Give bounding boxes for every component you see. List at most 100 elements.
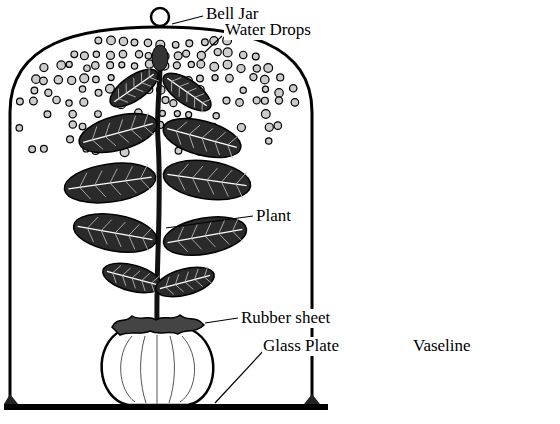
water-drop (261, 97, 268, 104)
water-drop (44, 111, 51, 118)
water-drop (212, 75, 218, 81)
water-drop (17, 98, 24, 105)
water-drop (250, 74, 257, 81)
leaf (62, 158, 158, 208)
water-drop (174, 52, 182, 60)
water-drop (119, 50, 126, 57)
water-drop (57, 61, 65, 69)
part-label: Plant (255, 207, 292, 226)
water-drop (223, 60, 232, 69)
water-drop (170, 100, 177, 107)
water-drop (69, 121, 76, 128)
leader-lines (166, 16, 266, 403)
plant-leaves (62, 62, 253, 302)
water-drop (202, 39, 209, 46)
water-drop (119, 37, 127, 45)
water-drop (144, 39, 151, 46)
water-drop (32, 75, 40, 83)
water-drop (186, 40, 193, 47)
rubber-sheet (112, 315, 204, 335)
water-drop (183, 50, 190, 57)
part-label: Vaseline (412, 337, 472, 356)
water-drop (16, 125, 23, 132)
water-drop (274, 122, 282, 130)
water-drop (92, 62, 99, 69)
water-drop (266, 138, 272, 144)
water-drop (223, 48, 232, 57)
water-drop (240, 51, 247, 58)
water-drop (119, 62, 125, 68)
water-drop (275, 89, 283, 97)
water-drop (93, 51, 99, 57)
water-drop (31, 87, 38, 94)
water-drop (253, 65, 260, 72)
water-drop (95, 111, 102, 118)
water-drop (197, 75, 204, 82)
water-drop (197, 60, 205, 68)
water-drop (66, 61, 72, 67)
water-drop (223, 97, 230, 104)
water-drop (79, 123, 86, 130)
water-drop (145, 53, 151, 59)
water-drop (108, 75, 114, 81)
leaf (157, 66, 217, 118)
water-drop (226, 74, 234, 82)
plant-bud (152, 45, 168, 71)
water-drop (66, 100, 72, 106)
water-drop (210, 62, 219, 71)
water-drop (45, 89, 52, 96)
water-drop (95, 89, 102, 96)
water-drop (53, 96, 60, 103)
water-drop (237, 123, 245, 131)
water-drop (262, 86, 268, 92)
water-drop (172, 41, 179, 48)
leaf (104, 62, 164, 114)
water-drop (197, 51, 205, 59)
leaf (153, 262, 218, 303)
water-drop (71, 51, 78, 58)
leaf (159, 111, 245, 165)
water-drop (93, 76, 100, 83)
water-drop (107, 36, 116, 45)
water-drop (253, 97, 260, 104)
water-drop (95, 37, 102, 44)
water-drop (188, 61, 194, 67)
water-drop (107, 51, 115, 59)
water-drop (107, 62, 114, 69)
water-drop (40, 145, 47, 152)
water-drop (54, 76, 62, 84)
water-drop (67, 136, 74, 143)
water-drop (162, 97, 169, 104)
water-drop (84, 65, 90, 71)
water-drop (213, 113, 219, 119)
leaf (71, 208, 160, 258)
water-drop (79, 86, 85, 92)
water-drop (275, 97, 282, 104)
water-drop (186, 112, 192, 118)
water-drop (240, 87, 246, 93)
leaf (100, 258, 165, 299)
water-drop (174, 111, 180, 117)
pot-shading (121, 335, 195, 404)
part-label: Glass Plate (262, 337, 340, 356)
water-drop (265, 123, 273, 131)
water-drop (236, 99, 244, 107)
water-drop (69, 110, 76, 117)
water-drop (135, 51, 142, 58)
water-drop (80, 74, 89, 83)
vaseline-seal (4, 394, 320, 404)
water-drop (40, 63, 48, 71)
leaf (75, 106, 161, 160)
water-drop (173, 62, 180, 69)
water-drop (30, 97, 38, 105)
water-drop (80, 98, 88, 106)
water-drop (40, 77, 48, 85)
water-drop (68, 76, 76, 84)
water-drop (214, 48, 221, 55)
water-drop (80, 52, 88, 60)
water-drop (291, 99, 299, 107)
water-drop (252, 53, 259, 60)
glass-plate (4, 404, 328, 410)
water-drop (29, 146, 36, 153)
water-drop (131, 63, 137, 69)
